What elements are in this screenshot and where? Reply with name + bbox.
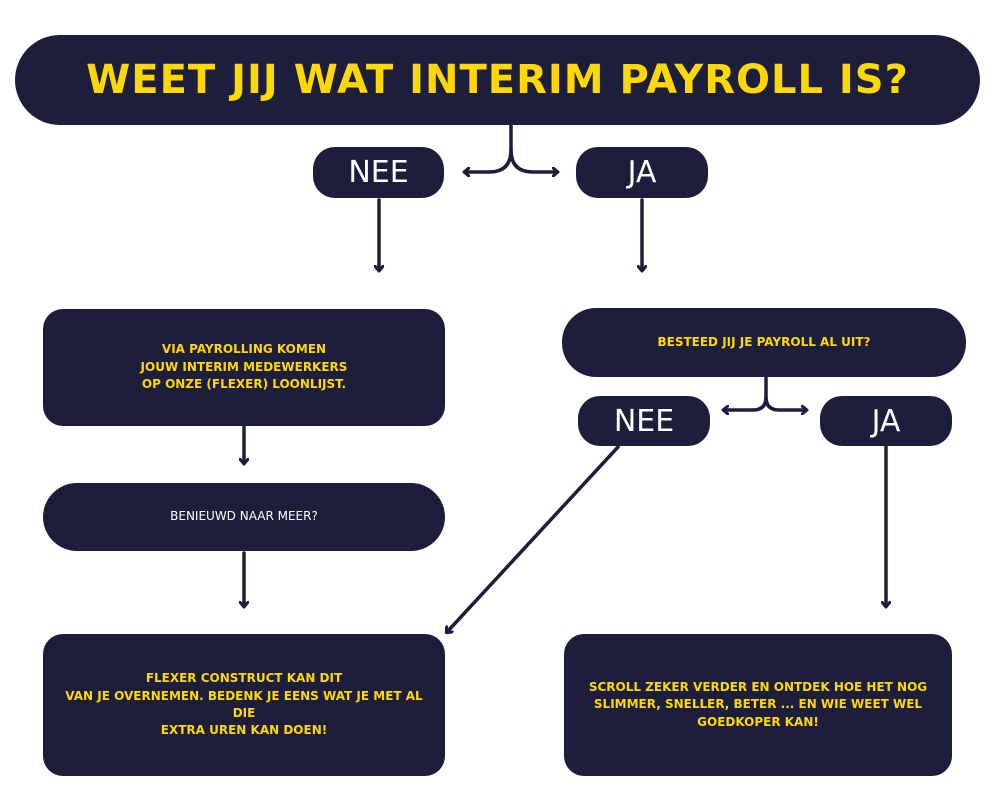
info-line-2: JOUW INTERIM MEDEWERKERS (140, 359, 348, 374)
flexer-line-2: VAN JE OVERNEMEN. BEDENK JE EENS WAT JE … (65, 688, 423, 720)
outsource-question-pill: BESTEED JIJ JE PAYROLL AL UIT? (562, 308, 966, 377)
payrolling-info-card: VIA PAYROLLING KOMEN JOUW INTERIM MEDEWE… (43, 309, 445, 426)
question-split-connector (724, 376, 768, 410)
page-title: WEET JIJ WAT INTERIM PAYROLL IS? (15, 35, 980, 125)
info-line-1: VIA PAYROLLING KOMEN (161, 342, 327, 357)
scroll-line-3: GOEDKOPER KAN! (697, 714, 819, 729)
scroll-outcome-card: SCROLL ZEKER VERDER EN ONTDEK HOE HET NO… (564, 634, 952, 776)
diagonal-arrow (447, 445, 620, 632)
curious-pill: BENIEUWD NAAR MEER? (43, 483, 445, 551)
scroll-line-2: SLIMMER, SNELLER, BETER ... EN WIE WEET … (593, 697, 923, 712)
answer-no-pill: NEE (313, 147, 444, 198)
answer-no-pill-2: NEE (578, 396, 710, 446)
info-line-3: OP ONZE (FLEXER) LOONLIJST. (141, 377, 347, 392)
answer-yes-pill: JA (576, 147, 708, 198)
answer-yes-pill-2: JA (820, 396, 952, 446)
flexer-line-1: FLEXER CONSTRUCT KAN DIT (145, 671, 343, 686)
title-split-connector (465, 123, 513, 172)
flexer-outcome-card: FLEXER CONSTRUCT KAN DIT VAN JE OVERNEME… (43, 634, 445, 776)
flexer-line-3: EXTRA UREN KAN DOEN! (160, 723, 328, 738)
scroll-line-1: SCROLL ZEKER VERDER EN ONTDEK HOE HET NO… (588, 679, 928, 694)
